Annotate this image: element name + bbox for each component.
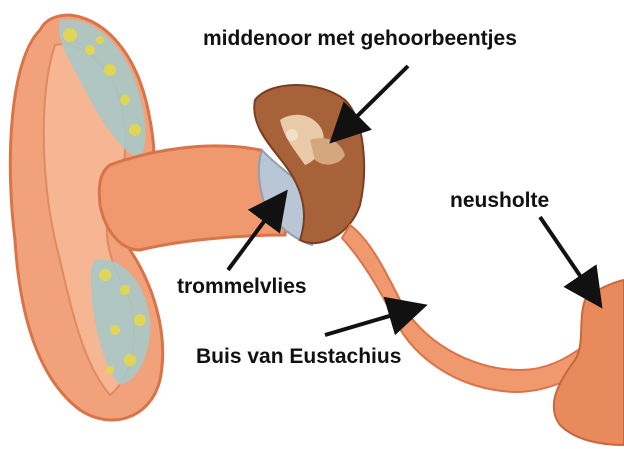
- label-nasal-cavity: neusholte: [450, 190, 549, 211]
- arrow-nasal-cavity: [540, 217, 598, 302]
- label-middle-ear: middenoor met gehoorbeentjes: [203, 28, 517, 49]
- label-eustachian-tube: Buis van Eustachius: [196, 346, 401, 367]
- label-eardrum: trommelvlies: [177, 276, 307, 297]
